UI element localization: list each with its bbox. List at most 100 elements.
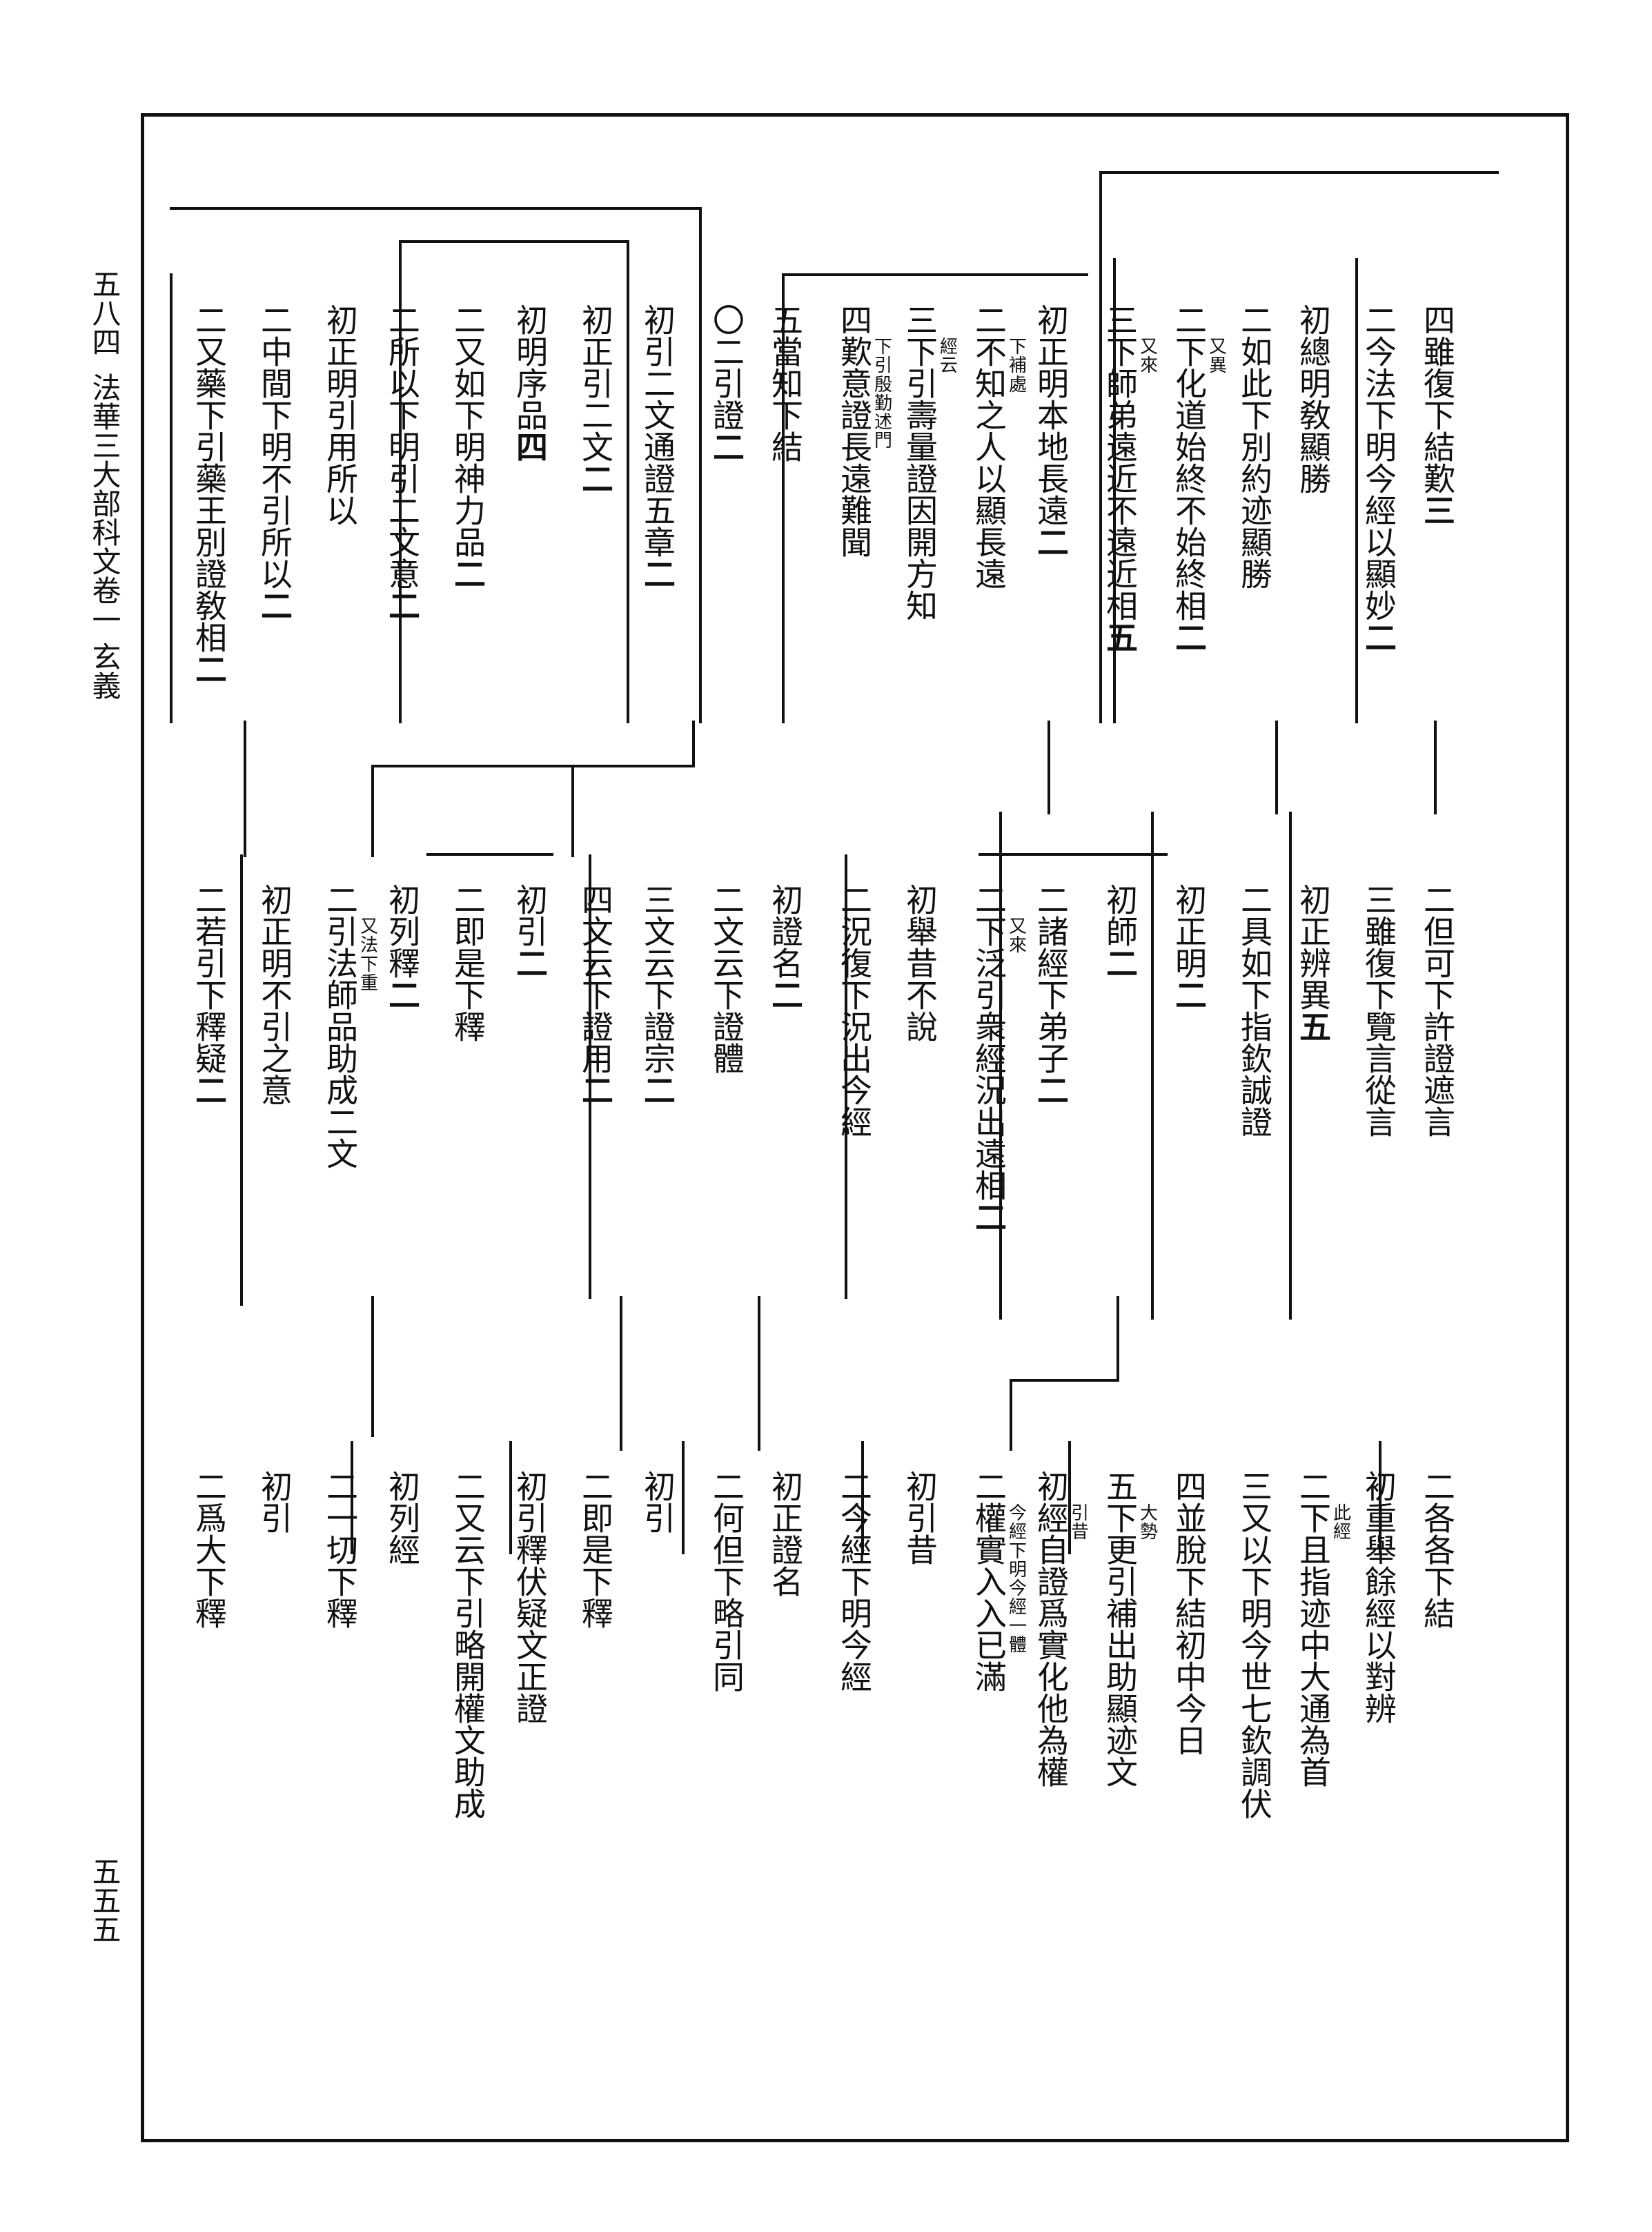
outline-entry: 四文云下證用二 bbox=[577, 883, 614, 1106]
outline-entry: 二今法下明今經以顯妙二 bbox=[1360, 304, 1397, 653]
outline-entry-count: 二 bbox=[639, 558, 676, 589]
header-section: 玄義 bbox=[88, 642, 121, 700]
outline-entry-annotation: 今經下明今經一體 bbox=[1008, 1503, 1027, 1656]
outline-entry: 三下引壽量證因開方知 bbox=[901, 304, 938, 621]
outline-entry: 二何但下略引同 bbox=[708, 1470, 745, 1692]
outline-entry-count: 二 bbox=[190, 653, 228, 685]
bracket-upper-left bbox=[170, 207, 785, 723]
outline-entry-text: 二諸經下弟子 bbox=[1032, 883, 1070, 1074]
outline-entry-annotation: 大勢 bbox=[1139, 1503, 1158, 1543]
outline-entry: 二即是下釋 bbox=[577, 1470, 614, 1629]
outline-entry: 初正引二文二 bbox=[577, 304, 614, 494]
outline-entry-text: 二即是下釋 bbox=[449, 883, 486, 1042]
outline-entry-count: 二 bbox=[256, 589, 293, 621]
outline-entry-text: 二如此下別約迹顯勝 bbox=[1236, 304, 1273, 589]
bracket-mid-row bbox=[426, 853, 1168, 1299]
page-number: 五五五 bbox=[88, 1857, 121, 1944]
outline-entry: 二下且指迹中大通為首 bbox=[1295, 1470, 1332, 1788]
outline-entry: 二如此下別約迹顯勝 bbox=[1236, 304, 1273, 589]
outline-entry: 二文云下證體 bbox=[708, 883, 745, 1074]
outline-entry-text: 二下化道始終不始終相 bbox=[1170, 304, 1208, 621]
outline-entry-text: 初引昔 bbox=[901, 1470, 938, 1565]
outline-entry-text: 二又云下引略開權文助成 bbox=[449, 1470, 486, 1819]
outline-entry-text: 三下師弟遠近不遠近相 bbox=[1101, 304, 1139, 621]
outline-entry-annotation: 經云 bbox=[939, 337, 958, 377]
outline-entry-text: 初正明 bbox=[1170, 883, 1208, 979]
outline-entry-text: 四雖復下結歎 bbox=[1419, 304, 1456, 494]
outline-entry-text: 初引二文通證五章 bbox=[639, 304, 676, 558]
outline-entry-text: 二但可下許證遮言 bbox=[1419, 883, 1456, 1137]
outline-entry: 初正明不引之意 bbox=[256, 883, 293, 1106]
outline-entry-text: 二各各下結 bbox=[1419, 1470, 1456, 1629]
bracket-link-1 bbox=[999, 721, 1437, 1320]
outline-entry-count: 二 bbox=[1360, 621, 1397, 653]
outline-entry-text: 二所以下明引二文意 bbox=[384, 304, 421, 589]
outline-entry: 二權實入入已滿 bbox=[970, 1470, 1007, 1692]
outline-entry: 初正證名 bbox=[767, 1470, 804, 1597]
outline-entry: 二下化道始終不始終相二 bbox=[1170, 304, 1208, 653]
page-frame bbox=[141, 113, 1569, 2142]
outline-entry: 初引釋伏疑文正證 bbox=[511, 1470, 549, 1724]
outline-entry-count: 二 bbox=[1032, 526, 1070, 558]
outline-entry: 二即是下釋 bbox=[449, 883, 486, 1042]
outline-entry-text: 二不知之人以顯長遠 bbox=[970, 304, 1007, 589]
outline-entry-text: 四並脫下結初中今日 bbox=[1170, 1470, 1208, 1756]
bracket-link-3 bbox=[240, 721, 246, 1306]
outline-entry: 二具如下指欽誠證 bbox=[1236, 883, 1273, 1137]
outline-entry-text: 〇二引證 bbox=[708, 304, 745, 431]
outline-entry: 三雖復下覽言從言 bbox=[1360, 883, 1397, 1137]
outline-entry-text: 初明序品 bbox=[511, 304, 549, 431]
outline-entry-text: 初列釋 bbox=[384, 883, 421, 979]
outline-entry-annotation: 引昔 bbox=[1070, 1503, 1089, 1543]
outline-entry-annotation: 下補處 bbox=[1008, 337, 1027, 395]
header-title: 法華三大部科文卷一 bbox=[88, 373, 121, 634]
outline-entry: 初引 bbox=[256, 1470, 293, 1534]
outline-entry: 二引法師品助成二文 bbox=[322, 883, 359, 1169]
outline-entry-count: 二 bbox=[190, 1074, 228, 1106]
outline-entry-text: 二具如下指欽誠證 bbox=[1236, 883, 1273, 1137]
outline-entry-text: 二況復下況出今經 bbox=[836, 883, 873, 1137]
outline-entry-count: 二 bbox=[577, 462, 614, 494]
outline-entry-text: 二引法師品助成二文 bbox=[322, 883, 359, 1169]
outline-entry-annotation: 又來 bbox=[1139, 337, 1158, 377]
outline-entry: 初舉昔不說 bbox=[901, 883, 938, 1042]
header-volume-number: 五八四 bbox=[88, 269, 121, 356]
outline-entry: 二不知之人以顯長遠 bbox=[970, 304, 1007, 589]
outline-entry-text: 初正引二文 bbox=[577, 304, 614, 462]
outline-entry-count: 二 bbox=[511, 947, 549, 979]
outline-entry: 二所以下明引二文意二 bbox=[384, 304, 421, 621]
outline-entry: 四並脫下結初中今日 bbox=[1170, 1470, 1208, 1756]
outline-entry: 四雖復下結歎三 bbox=[1419, 304, 1456, 526]
outline-entry: 四歎意證長遠難聞 bbox=[836, 304, 873, 558]
outline-entry-text: 二中間下明不引所以 bbox=[256, 304, 293, 589]
outline-entry: 二中間下明不引所以二 bbox=[256, 304, 293, 621]
outline-entry: 二但可下許證遮言 bbox=[1419, 883, 1456, 1137]
outline-entry-text: 二一切下釋 bbox=[322, 1470, 359, 1629]
outline-entry-annotation: 又來 bbox=[1008, 917, 1027, 957]
outline-entry: 初引二 bbox=[511, 883, 549, 979]
outline-entry: 初正明二 bbox=[1170, 883, 1208, 1010]
outline-entry-text: 初引 bbox=[639, 1470, 676, 1534]
outline-entry: 二爲大下釋 bbox=[190, 1470, 228, 1629]
outline-entry-text: 二又如下明神力品 bbox=[449, 304, 486, 558]
outline-entry-text: 三又以下明今世七欽調伏 bbox=[1236, 1470, 1273, 1819]
outline-entry-count: 二 bbox=[384, 979, 421, 1010]
outline-entry-text: 二何但下略引同 bbox=[708, 1470, 745, 1692]
outline-entry-text: 初正明不引之意 bbox=[256, 883, 293, 1106]
outline-entry-text: 初師 bbox=[1101, 883, 1139, 947]
outline-entry-annotation: 此經 bbox=[1333, 1503, 1351, 1543]
outline-entry-count: 二 bbox=[1170, 979, 1208, 1010]
outline-entry-text: 初引釋伏疑文正證 bbox=[511, 1470, 549, 1724]
outline-entry: 二一切下釋 bbox=[322, 1470, 359, 1629]
outline-entry-text: 二即是下釋 bbox=[577, 1470, 614, 1629]
outline-entry-annotation: 下引殷勤述門 bbox=[874, 337, 892, 452]
outline-entry: 初經自證爲實化他為權 bbox=[1032, 1470, 1070, 1788]
outline-entry-text: 三下引壽量證因開方知 bbox=[901, 304, 938, 621]
outline-entry: 二又如下明神力品二 bbox=[449, 304, 486, 589]
outline-entry: 三下師弟遠近不遠近相五 bbox=[1101, 304, 1139, 653]
outline-entry-text: 初正明引用所以 bbox=[322, 304, 359, 526]
outline-entry: 初引昔 bbox=[901, 1470, 938, 1565]
bracket-lower-row bbox=[351, 1441, 1381, 1554]
outline-entry-text: 初經自證爲實化他為權 bbox=[1032, 1470, 1070, 1788]
